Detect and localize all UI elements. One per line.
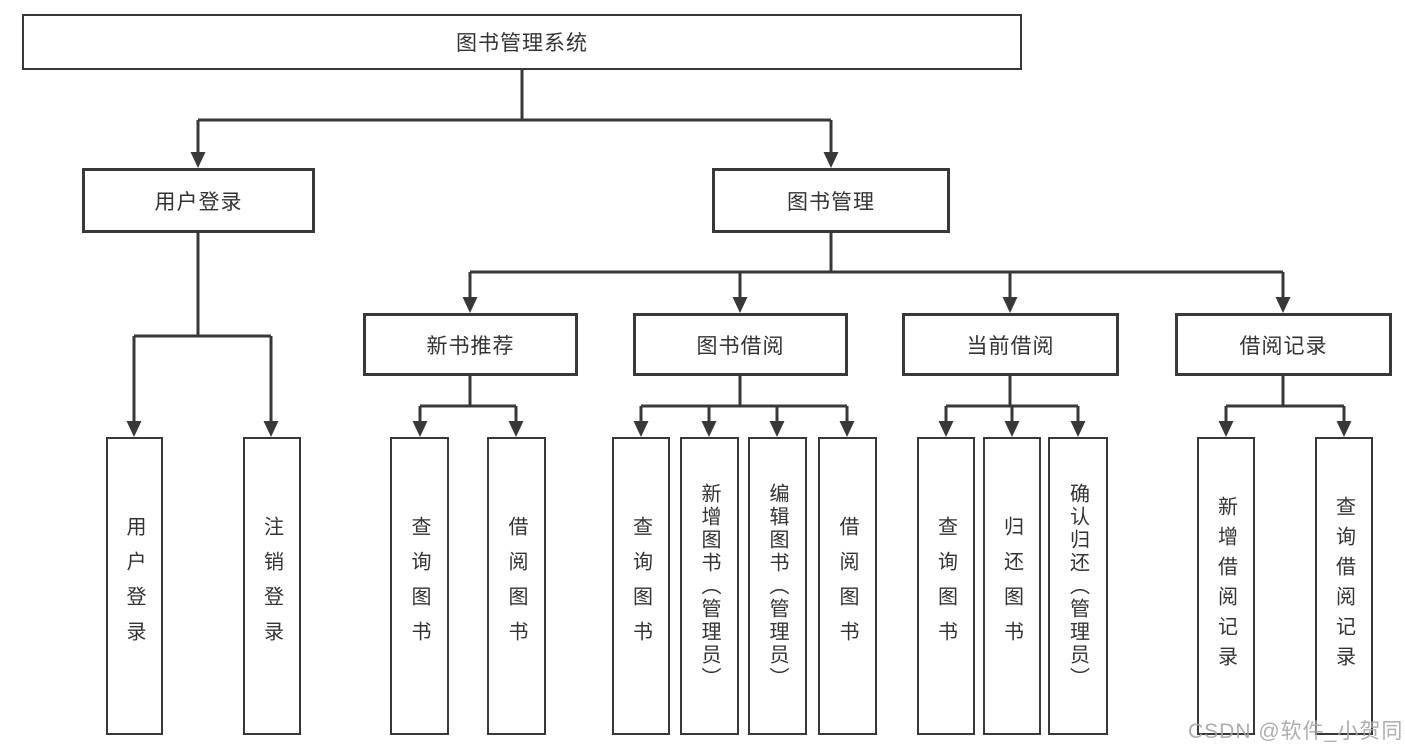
node-borrow-books-leaf: 借阅图书 xyxy=(818,437,877,735)
node-add-borrow-record: 新增借阅记录 xyxy=(1197,437,1255,735)
arrow-down-icons xyxy=(126,152,1352,437)
arrow-down-icon xyxy=(412,421,428,437)
arrow-down-icon xyxy=(462,297,478,313)
arrow-down-icon xyxy=(1002,297,1018,313)
node-edit-books-admin: 编辑图书（管理员） xyxy=(748,437,807,735)
node-book-borrow: 图书借阅 xyxy=(633,313,848,376)
arrow-down-icon xyxy=(823,152,839,168)
node-borrow-records: 借阅记录 xyxy=(1175,313,1392,376)
arrow-down-icon xyxy=(633,421,649,437)
node-confirm-return-admin: 确认归还（管理员） xyxy=(1048,437,1108,735)
node-recommend-borrow-books: 借阅图书 xyxy=(487,437,546,735)
node-add-books-admin: 新增图书（管理员） xyxy=(680,437,739,735)
arrow-down-icon xyxy=(508,421,524,437)
watermark: CSDN @软件_小贺同学 xyxy=(1188,720,1405,743)
node-recommend-query-books: 查询图书 xyxy=(390,437,449,735)
arrow-down-icon xyxy=(1070,421,1086,437)
node-user-login-leaf: 用户登录 xyxy=(106,437,163,735)
node-query-borrow-record: 查询借阅记录 xyxy=(1315,437,1373,735)
node-borrow-query-books: 查询图书 xyxy=(612,437,670,735)
node-new-book-recommend: 新书推荐 xyxy=(363,313,578,376)
arrow-down-icon xyxy=(1004,421,1020,437)
arrow-down-icon xyxy=(769,421,785,437)
arrow-down-icon xyxy=(701,421,717,437)
node-current-query-books: 查询图书 xyxy=(917,437,975,735)
connector-paths xyxy=(132,70,1346,424)
arrow-down-icon xyxy=(126,421,142,437)
node-return-books: 归还图书 xyxy=(983,437,1041,735)
arrow-down-icon xyxy=(263,421,279,437)
node-current-borrow: 当前借阅 xyxy=(902,313,1119,376)
node-logout-leaf: 注销登录 xyxy=(243,437,301,735)
node-root-system: 图书管理系统 xyxy=(22,14,1022,70)
node-book-management-module: 图书管理 xyxy=(712,168,950,233)
arrow-down-icon xyxy=(1218,421,1234,437)
arrow-down-icon xyxy=(1275,297,1291,313)
arrow-down-icon xyxy=(839,421,855,437)
arrow-down-icon xyxy=(938,421,954,437)
arrow-down-icon xyxy=(190,152,206,168)
arrow-down-icon xyxy=(1336,421,1352,437)
arrow-down-icon xyxy=(732,297,748,313)
node-user-login-module: 用户登录 xyxy=(82,168,315,233)
